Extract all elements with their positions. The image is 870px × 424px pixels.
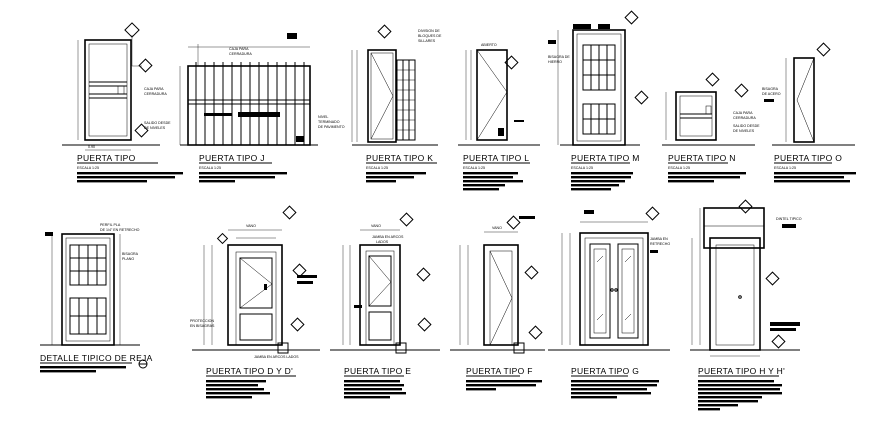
door-type-a-label: PUERTA TIPO bbox=[77, 153, 136, 163]
svg-text:CERRADURA: CERRADURA bbox=[229, 52, 252, 56]
door-type-k-label: PUERTA TIPO K bbox=[366, 153, 433, 163]
svg-text:0.90: 0.90 bbox=[88, 145, 95, 149]
svg-text:PLANO: PLANO bbox=[122, 257, 134, 261]
svg-text:SALIDO DESDE: SALIDO DESDE bbox=[733, 124, 760, 128]
svg-text:NIVEL: NIVEL bbox=[318, 115, 328, 119]
abierto-note: ABIERTO bbox=[481, 43, 497, 47]
door-type-n: CAJA PARA CERRADURA SALIDO DESDE DE NIVE… bbox=[662, 72, 760, 183]
svg-text:VANO: VANO bbox=[492, 226, 502, 230]
svg-text:BISAGRA DE: BISAGRA DE bbox=[548, 55, 570, 59]
svg-text:ESCALA 1:25: ESCALA 1:25 bbox=[571, 166, 593, 170]
door-type-h-label: PUERTA TIPO H Y H' bbox=[698, 366, 785, 376]
svg-text:DIVISION DE: DIVISION DE bbox=[418, 29, 440, 33]
door-type-o-label: PUERTA TIPO O bbox=[774, 153, 842, 163]
svg-text:DE NIVELES: DE NIVELES bbox=[144, 126, 166, 130]
svg-text:ESCALA 1:25: ESCALA 1:25 bbox=[668, 166, 690, 170]
svg-text:BISAGRA: BISAGRA bbox=[122, 252, 139, 256]
svg-text:ESCALA 1:25: ESCALA 1:25 bbox=[774, 166, 796, 170]
svg-text:PERFIL PLA: PERFIL PLA bbox=[100, 223, 121, 227]
door-type-m: BISAGRA DE HIERRO PUERTA TIPO M ESCALA 1… bbox=[548, 10, 649, 191]
door-type-o: BISAGRA DE ACERO PUERTA TIPO O ESCALA 1:… bbox=[762, 42, 856, 183]
door-type-n-label: PUERTA TIPO N bbox=[668, 153, 736, 163]
svg-text:VANO: VANO bbox=[246, 224, 256, 228]
svg-text:CAJA PARA: CAJA PARA bbox=[144, 87, 164, 91]
door-type-g-label: PUERTA TIPO G bbox=[571, 366, 639, 376]
door-type-f: VANO PUERTA TIPO F bbox=[450, 215, 545, 391]
door-type-e-label: PUERTA TIPO E bbox=[344, 366, 411, 376]
svg-text:CERRADURA: CERRADURA bbox=[733, 116, 756, 120]
gate-bars bbox=[195, 62, 305, 145]
svg-text:CAJA PARA: CAJA PARA bbox=[733, 111, 753, 115]
door-type-m-label: PUERTA TIPO M bbox=[571, 153, 640, 163]
svg-text:CAJA PARA: CAJA PARA bbox=[229, 47, 249, 51]
door-type-e: VANO JAMBA EN ARCOS LADOS PUERTA TIPO E bbox=[330, 212, 440, 399]
svg-text:ESCALA 1:25: ESCALA 1:25 bbox=[366, 166, 388, 170]
door-type-d-label: PUERTA TIPO D Y D' bbox=[206, 366, 293, 376]
dintel-note: DINTEL TIPICO bbox=[776, 217, 802, 221]
svg-text:JAMBA EN: JAMBA EN bbox=[650, 237, 668, 241]
door-type-f-label: PUERTA TIPO F bbox=[466, 366, 533, 376]
svg-text:SILLARES: SILLARES bbox=[418, 39, 436, 43]
door-type-g: JAMBA EN RETRECHO PUERTA TIPO G bbox=[548, 206, 670, 399]
svg-text:TERMINADO: TERMINADO bbox=[318, 120, 340, 124]
svg-text:LADOS: LADOS bbox=[376, 240, 389, 244]
door-type-l: ABIERTO PUERTA TIPO L ESCALA 1:25 bbox=[458, 43, 540, 191]
svg-text:JAMBA EN ARCOS: JAMBA EN ARCOS bbox=[372, 235, 404, 239]
door-type-h: DINTEL TIPICO PUERTA TIPO H Y H' bbox=[690, 199, 802, 411]
svg-text:RETRECHO: RETRECHO bbox=[650, 242, 670, 246]
svg-text:DE 1/4" EN RETRECHO: DE 1/4" EN RETRECHO bbox=[100, 228, 140, 232]
door-type-j: CAJA PARA CERRADURA NIVEL TERMINADO DE P… bbox=[179, 33, 345, 183]
door-type-l-label: PUERTA TIPO L bbox=[463, 153, 529, 163]
svg-text:EN BISAGRAS: EN BISAGRAS bbox=[190, 324, 215, 328]
svg-text:BLOQUES DE: BLOQUES DE bbox=[418, 34, 442, 38]
scale-label: ESCALA 1:25 bbox=[77, 166, 99, 170]
svg-text:SALIDO DESDE: SALIDO DESDE bbox=[144, 121, 171, 125]
svg-text:DE ACERO: DE ACERO bbox=[762, 92, 781, 96]
svg-text:CERRADURA: CERRADURA bbox=[144, 92, 167, 96]
svg-text:PROTECCION: PROTECCION bbox=[190, 319, 214, 323]
grille-detail: PERFIL PLA DE 1/4" EN RETRECHO BISAGRA P… bbox=[40, 223, 153, 373]
door-type-d: VANO PROTECCION EN BISAGRAS JAMBA EN ARC… bbox=[190, 205, 320, 399]
svg-text:VANO: VANO bbox=[371, 224, 381, 228]
svg-text:DE NIVELES: DE NIVELES bbox=[733, 129, 755, 133]
svg-text:DE PAVIMENTO: DE PAVIMENTO bbox=[318, 125, 345, 129]
door-type-a: CAJA PARA CERRADURA SALIDO DESDE DE NIVE… bbox=[62, 22, 183, 183]
svg-text:ESCALA 1:25: ESCALA 1:25 bbox=[199, 166, 221, 170]
svg-text:JAMBA EN ARCOS LADOS: JAMBA EN ARCOS LADOS bbox=[254, 355, 299, 359]
svg-text:HIERRO: HIERRO bbox=[548, 60, 562, 64]
door-type-j-label: PUERTA TIPO J bbox=[199, 153, 265, 163]
door-type-k: DIVISION DE BLOQUES DE SILLARES PUERTA T… bbox=[351, 24, 442, 183]
svg-text:ESCALA 1:25: ESCALA 1:25 bbox=[463, 166, 485, 170]
grille-detail-label: DETALLE TIPICO DE REJA bbox=[40, 353, 153, 363]
svg-text:BISAGRA: BISAGRA bbox=[762, 87, 779, 91]
